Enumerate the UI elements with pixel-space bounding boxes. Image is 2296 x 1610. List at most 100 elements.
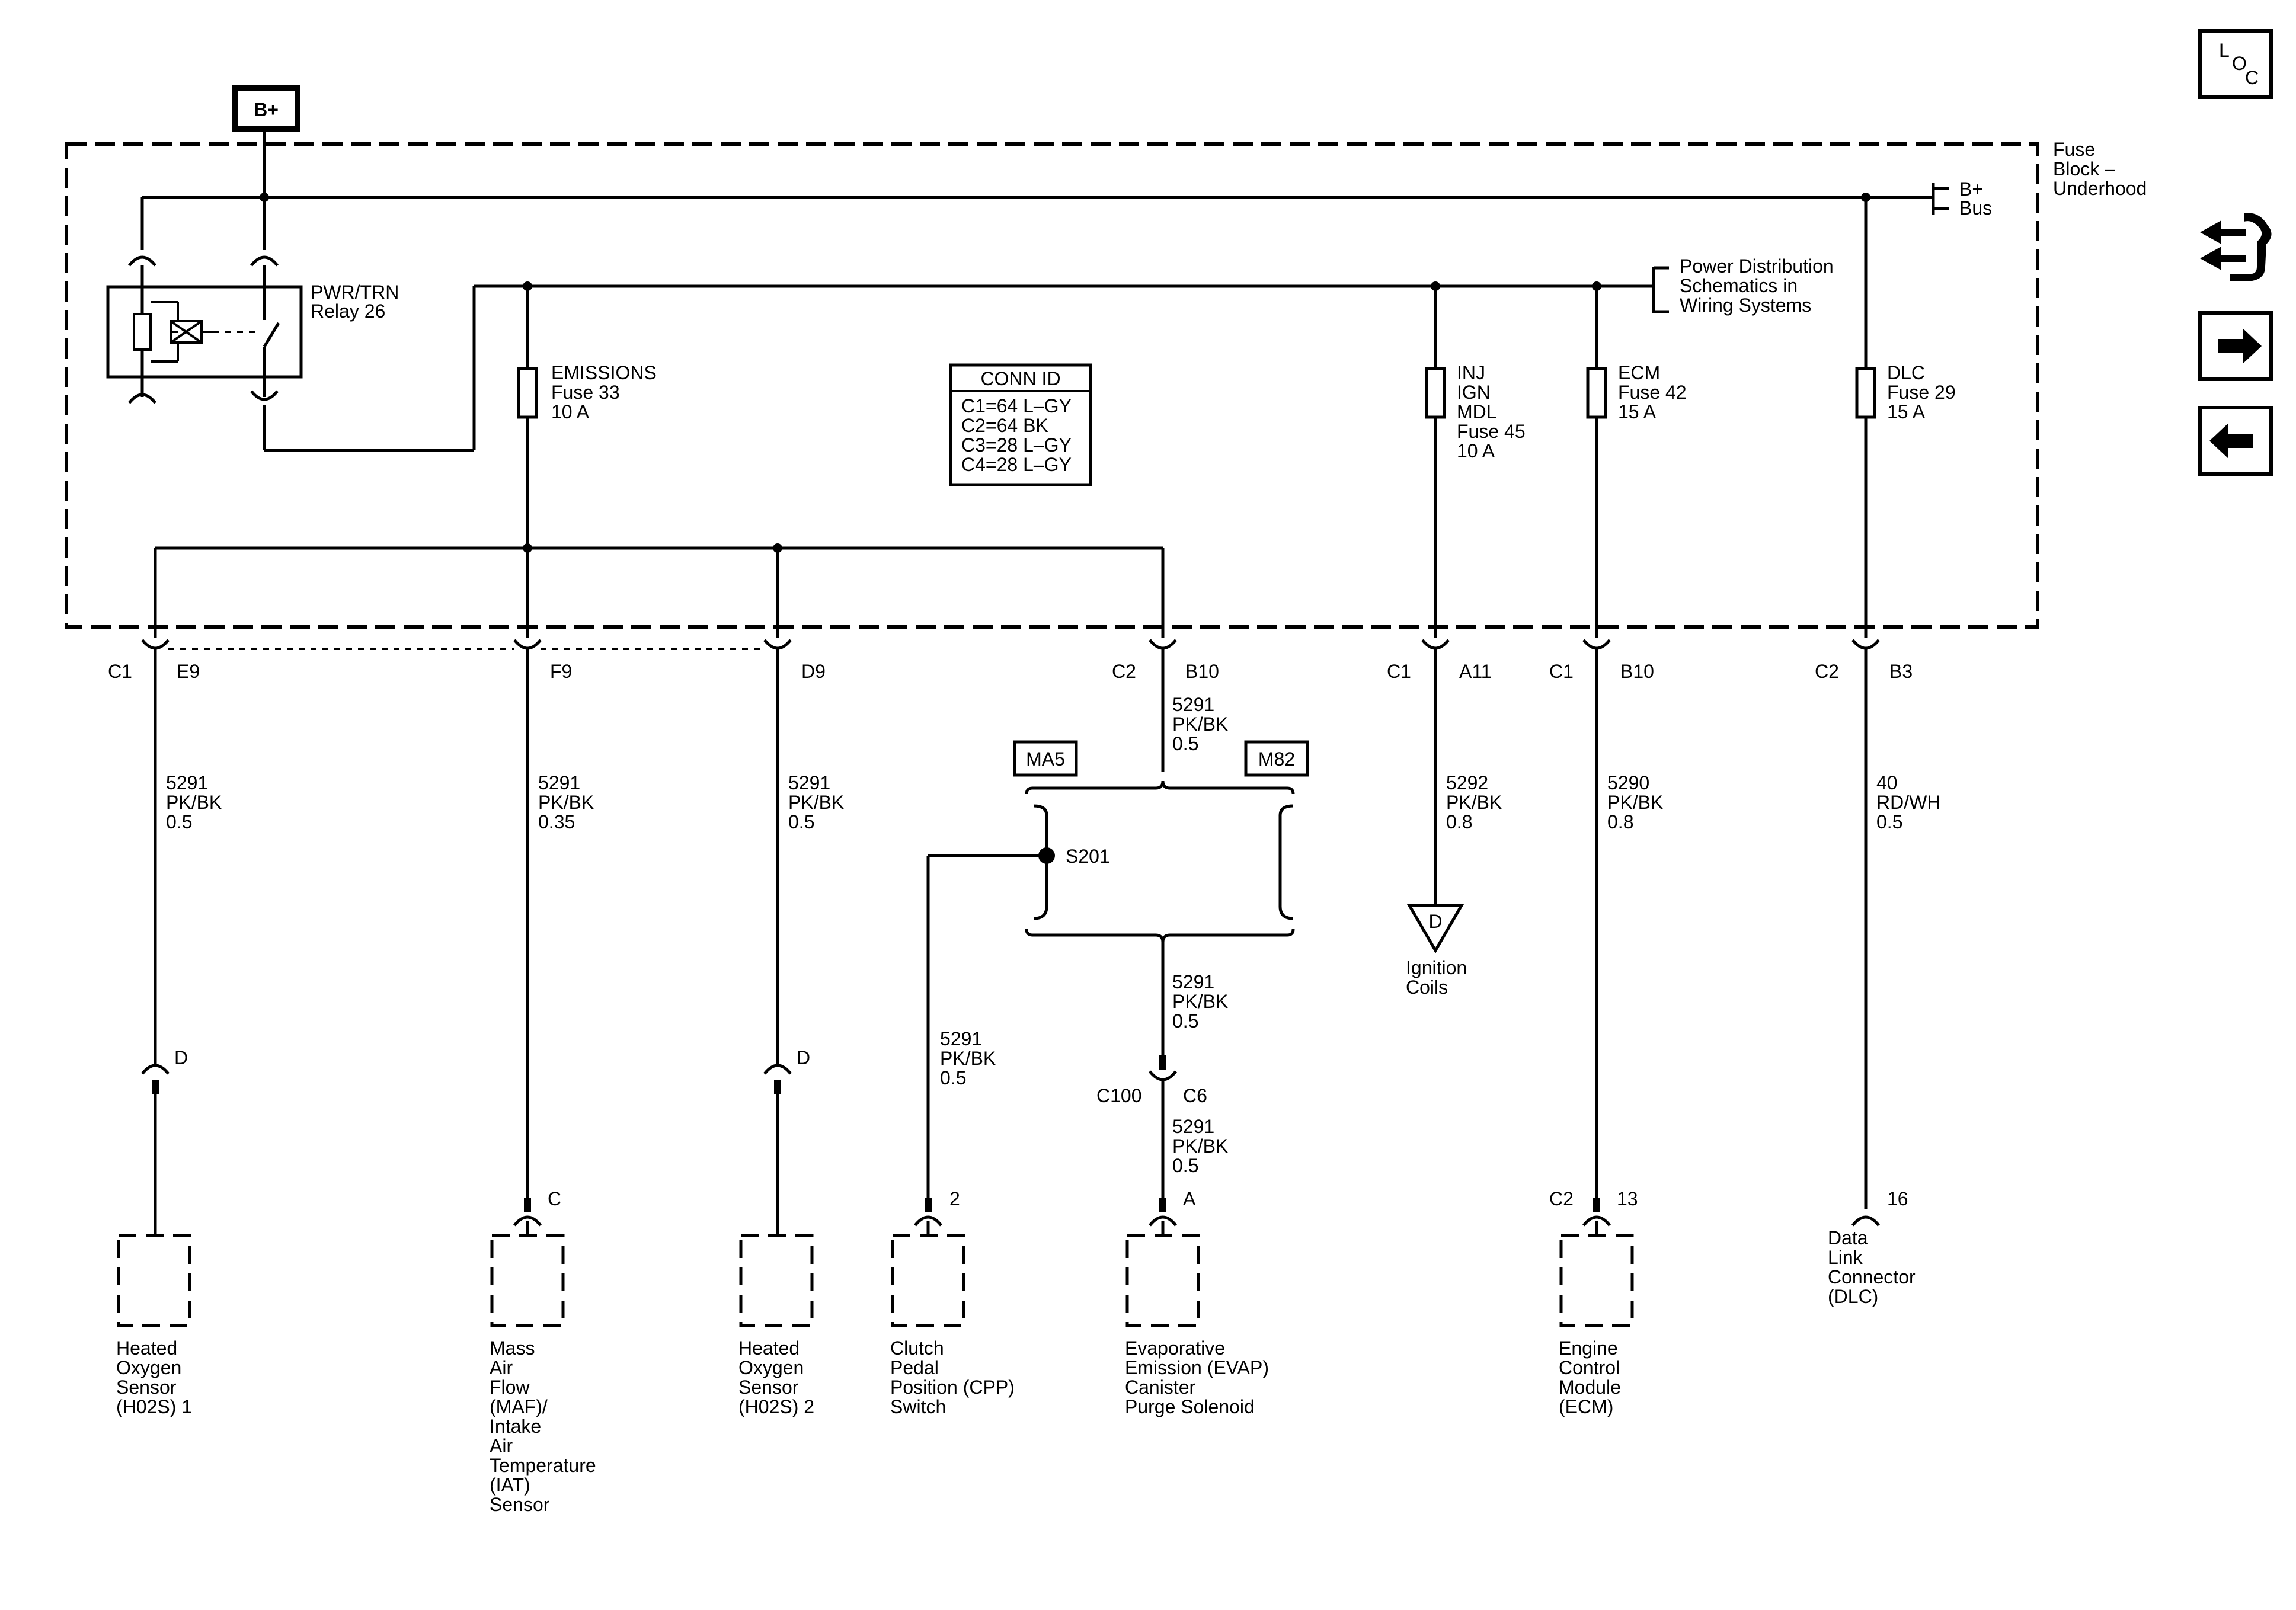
fuse-label: 10 A	[551, 401, 590, 422]
fuse-label: Fuse 33	[551, 382, 620, 403]
relay-label-2: Relay 26	[311, 300, 385, 322]
fuse-label: Fuse 42	[1618, 382, 1687, 403]
conn-id-row: C3=28 L–GY	[961, 434, 1072, 456]
wire-gauge: 0.8	[1607, 811, 1633, 833]
component-pin: 2	[949, 1188, 960, 1209]
wire-color: PK/BK	[1172, 1135, 1228, 1157]
component-pin: D	[174, 1047, 188, 1068]
component-label: (MAF)/	[490, 1396, 548, 1417]
wire-gauge: 0.5	[940, 1067, 966, 1089]
component-label: Purge Solenoid	[1125, 1396, 1255, 1417]
connector-label: C2	[1112, 661, 1136, 682]
circuit-ecm: 5290 PK/BK 0.8 C2 13 Engine Control Modu…	[1549, 649, 1663, 1417]
previous-page-icon[interactable]	[2198, 406, 2273, 476]
power-distribution-ref: Power Distribution	[1680, 255, 1834, 277]
wire-gauge: 0.5	[166, 811, 192, 833]
wire-color: PK/BK	[166, 792, 222, 813]
locator-icon[interactable]: L O C	[2198, 29, 2273, 99]
component-pin: 13	[1617, 1188, 1638, 1209]
component-label: Heated	[738, 1337, 800, 1359]
loc-letter: L	[2219, 40, 2230, 61]
ignition-label: Ignition	[1406, 957, 1467, 978]
component-label: (IAT)	[490, 1474, 530, 1496]
wire-color: PK/BK	[1172, 991, 1228, 1012]
fuse-label: Fuse 45	[1457, 421, 1526, 442]
circuit-ignition-coils: 5292 PK/BK 0.8 D Ignition Coils	[1406, 649, 1502, 998]
battery-source-label: B+	[254, 99, 279, 120]
component-label: Temperature	[490, 1455, 596, 1476]
ignition-ref: D	[1428, 911, 1442, 932]
component-label: Data	[1828, 1227, 1868, 1249]
component-label: Oxygen	[738, 1357, 804, 1378]
component-label: Connector	[1828, 1266, 1916, 1288]
fuse-label: 15 A	[1618, 401, 1657, 422]
wire-circuit: 40	[1876, 772, 1898, 793]
component-label: Engine	[1559, 1337, 1618, 1359]
wire-gauge: 0.5	[788, 811, 814, 833]
fuse-label: EMISSIONS	[551, 362, 657, 383]
wire-circuit: 5290	[1607, 772, 1649, 793]
wire-color: PK/BK	[1172, 713, 1228, 735]
component-label: Switch	[890, 1396, 946, 1417]
loc-letter: O	[2232, 53, 2247, 74]
fuse-label: 10 A	[1457, 440, 1495, 462]
fuse-dlc: DLC Fuse 29 15 A	[1855, 197, 1956, 638]
pin-label: B10	[1185, 661, 1219, 682]
conn-id-row: C4=28 L–GY	[961, 454, 1072, 475]
fuse-block-label: Fuse	[2053, 139, 2095, 160]
circuit-dlc: 40 RD/WH 0.5 16 Data Link Connector (DLC…	[1828, 649, 1940, 1307]
component-label: (H02S) 2	[738, 1396, 814, 1417]
pin-label: F9	[550, 661, 572, 682]
wire-color: PK/BK	[940, 1048, 996, 1069]
component-label: Control	[1559, 1357, 1620, 1378]
fuse-block-label-3: Underhood	[2053, 178, 2147, 199]
wire-gauge: 0.5	[1172, 733, 1198, 754]
pin-label: E9	[177, 661, 200, 682]
wire-color: RD/WH	[1876, 792, 1940, 813]
component-pin: D	[797, 1047, 810, 1068]
pin-label: B3	[1889, 661, 1913, 682]
connector-label: C1	[1387, 661, 1411, 682]
component-label: Evaporative	[1125, 1337, 1225, 1359]
connector-view-icon[interactable]	[2200, 213, 2272, 281]
pin-label: D9	[801, 661, 826, 682]
wire-circuit: 5291	[538, 772, 580, 793]
component-label: Oxygen	[116, 1357, 181, 1378]
fuse-label: ECM	[1618, 362, 1660, 383]
conn-id-row: C2=64 BK	[961, 415, 1048, 436]
harness-m82-label: M82	[1258, 748, 1295, 770]
component-pin: C	[548, 1188, 561, 1209]
component-label: Canister	[1125, 1377, 1196, 1398]
component-connector: C2	[1549, 1188, 1574, 1209]
component-label: Sensor	[738, 1377, 799, 1398]
next-page-icon[interactable]	[2198, 311, 2273, 381]
wire-circuit: 5291	[1172, 694, 1214, 715]
connector-label: C1	[1549, 661, 1574, 682]
component-label: Heated	[116, 1337, 177, 1359]
wire-gauge: 0.5	[1876, 811, 1902, 833]
component-pin: 16	[1887, 1188, 1908, 1209]
connector-label: C1	[108, 661, 132, 682]
circuit-h02s-1: 5291 PK/BK 0.5 D Heated Oxygen Sensor (H…	[116, 649, 222, 1417]
harness-ma5-label: MA5	[1026, 748, 1065, 770]
component-label: (ECM)	[1559, 1396, 1613, 1417]
fuse-block-label-2: Block –	[2053, 158, 2115, 180]
wire-gauge: 0.8	[1446, 811, 1472, 833]
component-pin: A	[1183, 1188, 1196, 1209]
b-bus-label: B+	[1959, 178, 1983, 200]
component-label: Flow	[490, 1377, 530, 1398]
inline-connector-pin: C6	[1183, 1085, 1207, 1106]
connector-label: C2	[1815, 661, 1839, 682]
wire-color: PK/BK	[788, 792, 844, 813]
wire-circuit: 5291	[1172, 1116, 1214, 1137]
fuse-emissions: EMISSIONS Fuse 33 10 A	[517, 286, 657, 638]
fuse-inj-ign-mdl: INJ IGN MDL Fuse 45 10 A	[1425, 286, 1526, 638]
component-label: Air	[490, 1435, 513, 1457]
component-label: Pedal	[890, 1357, 939, 1378]
wire-circuit: 5292	[1446, 772, 1488, 793]
pin-label: A11	[1459, 661, 1492, 682]
wire-gauge: 0.35	[538, 811, 575, 833]
circuit-harness: 5291 PK/BK 0.5 MA5 M82 S201 5291 PK/BK 0…	[890, 649, 1309, 1417]
wire-circuit: 5291	[166, 772, 208, 793]
